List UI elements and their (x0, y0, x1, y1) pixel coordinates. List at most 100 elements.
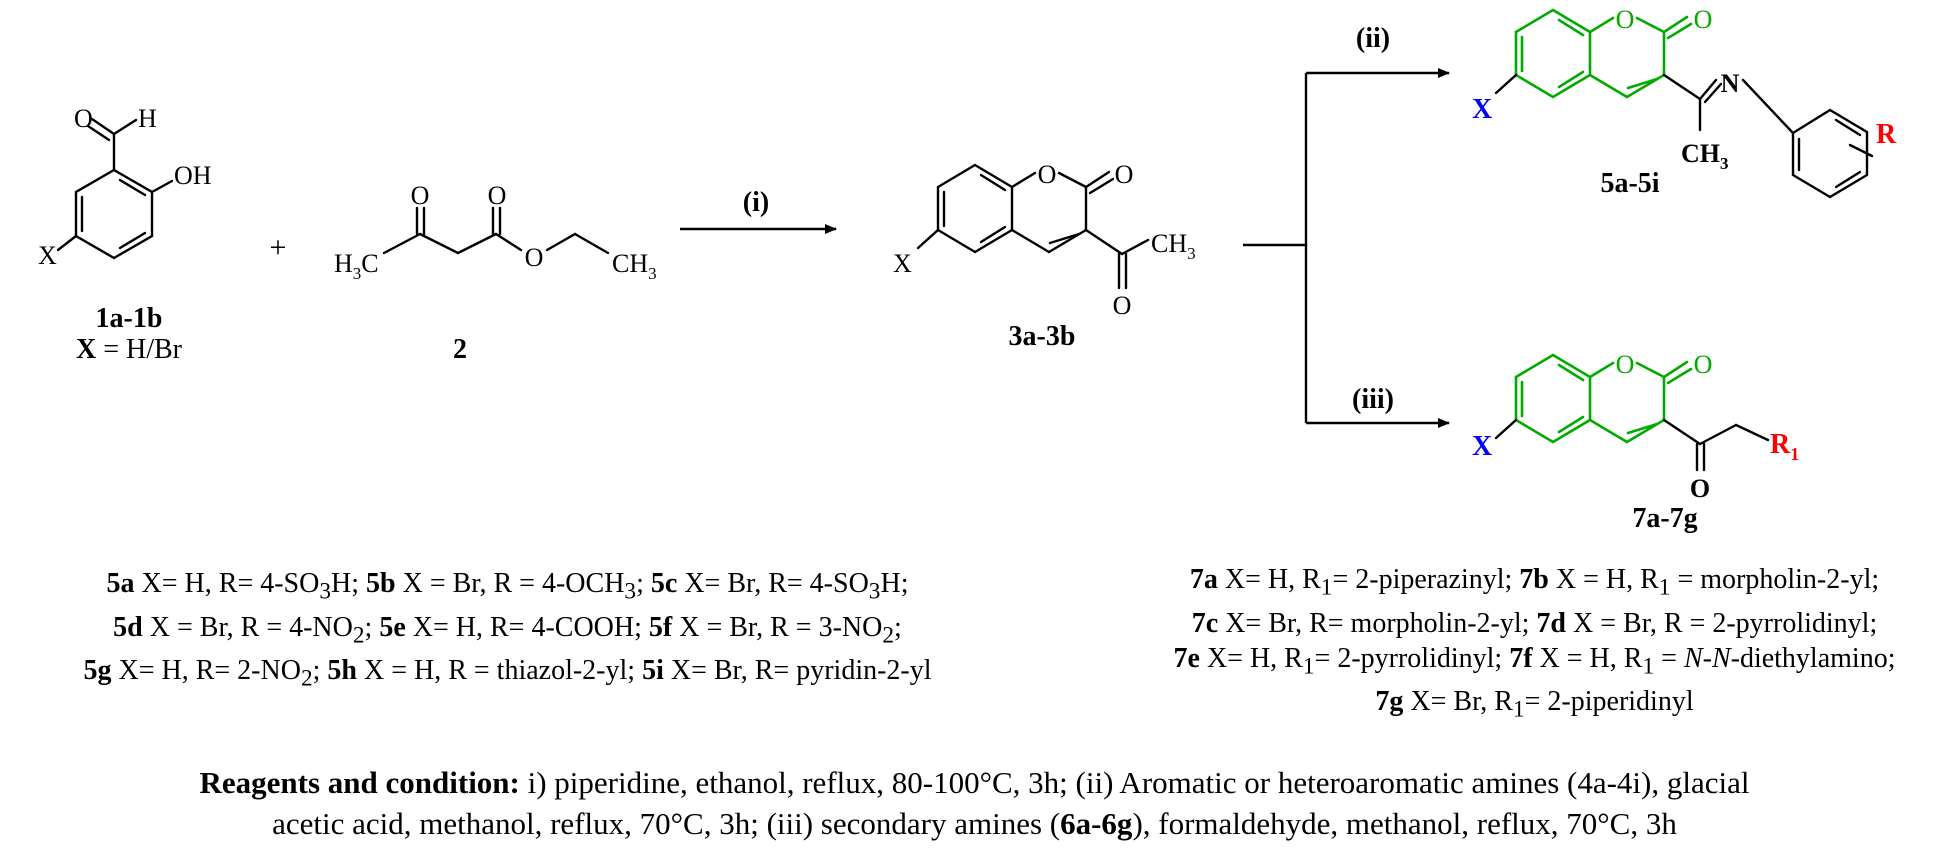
compound-7-coumarin-core (1514, 353, 1693, 444)
compound-7g-sub: 1 (1512, 696, 1525, 723)
compound-7g-id: 7g (1375, 686, 1404, 718)
compound-1-label: 1a-1b (96, 303, 163, 334)
compound-5-side-chain (1494, 73, 1874, 199)
compound-5g-sub: 2 (300, 665, 313, 692)
compound-7-x: X (1472, 431, 1492, 462)
compound-5g-id: 5g (83, 655, 112, 687)
compound-5a-text: X= H, R= 4-SO (134, 568, 320, 599)
compound-5f-sub: 2 (882, 622, 895, 649)
reagents-amines-ref: 6a-6g (1060, 806, 1133, 841)
compound-5c-tail: H; (880, 568, 909, 599)
compound-5d-sub: 2 (352, 622, 365, 649)
compound-5a-sub: 3 (319, 578, 332, 605)
compound-3-x: X (893, 249, 912, 278)
reagents-step-ii-iii: acetic acid, methanol, reflux, 70°C, 3h;… (272, 806, 1061, 841)
compound-7f-mid: = (1654, 642, 1684, 674)
series-7-line-1: 7a X= H, R1= 2-piperazinyl; 7b X = H, R1… (1120, 562, 1949, 606)
compound-7g-text: X= Br, R (1403, 686, 1513, 718)
series-7-line-2: 7c X= Br, R= morpholin-2-yl; 7d X = Br, … (1120, 606, 1949, 641)
compound-1-aldehyde-o: O (74, 104, 93, 133)
compound-2-ketone-o: O (411, 181, 430, 210)
compound-1-hydroxyl: OH (174, 161, 212, 190)
compound-5f-id: 5f (648, 611, 673, 643)
compound-7-r1: R1 (1770, 429, 1799, 464)
branch-connector (1243, 73, 1308, 423)
reagents-step-iii-tail: ), formaldehyde, methanol, reflux, 70°C,… (1132, 806, 1677, 841)
compound-7b-tail: = morpholin-2-yl; (1670, 564, 1880, 595)
compound-1-structure (56, 117, 174, 260)
compound-5g-text: X= H, R= 2-NO (111, 655, 301, 687)
compound-5i-id: 5i (642, 655, 664, 687)
compound-3-methyl: CH3 (1151, 229, 1196, 263)
compound-5-imine-n: N (1721, 69, 1740, 98)
compound-3-ring-o: O (1038, 160, 1057, 189)
step-iii-label: (iii) (1352, 384, 1394, 415)
reaction-scheme: O H OH X 1a-1b X = H/Br + O O O H3C CH3 … (38, 5, 1897, 534)
compound-7e-sub: 1 (1302, 653, 1315, 680)
compound-5b-sub: 3 (624, 578, 637, 605)
compound-5d-tail: ; (364, 611, 380, 643)
compound-7d-text: X = Br, R = 2-pyrrolidinyl; (1566, 607, 1878, 639)
compound-7e-tail: = 2-pyrrolidinyl; (1314, 642, 1510, 674)
compound-7-label: 7a-7g (1632, 503, 1697, 534)
compound-5e-id: 5e (379, 611, 406, 643)
compound-2-label: 2 (453, 334, 467, 365)
compound-3-ketone-o: O (1113, 291, 1132, 320)
compound-7f-text: X = H, R (1532, 642, 1643, 674)
compound-5-methyl: CH3 (1681, 139, 1729, 173)
compound-5c-sub: 3 (868, 578, 881, 605)
compound-7f-sub: 1 (1642, 653, 1655, 680)
compound-5c-text: X= Br, R= 4-SO (677, 568, 869, 599)
reagents-line-2: acetic acid, methanol, reflux, 70°C, 3h;… (0, 803, 1949, 844)
compound-2-ester-o: O (525, 243, 544, 272)
compound-3-structure (916, 163, 1150, 290)
compound-7f-id: 7f (1509, 642, 1533, 674)
compound-7d-id: 7d (1536, 607, 1566, 639)
compound-5h-id: 5h (327, 655, 357, 687)
compound-5-label: 5a-5i (1600, 168, 1659, 199)
compound-7-side-chain (1494, 418, 1770, 472)
step-i-label: (i) (743, 187, 769, 218)
plus-sign: + (270, 231, 287, 264)
compound-5b-id: 5b (366, 568, 396, 599)
compound-5-x: X (1472, 94, 1492, 125)
reagents-heading: Reagents and condition: (199, 765, 520, 800)
compound-7a-text: X= H, R (1217, 564, 1321, 595)
compound-7e-text: X= H, R (1199, 642, 1303, 674)
reagents-step-i-ii: i) piperidine, ethanol, reflux, 80-100°C… (519, 765, 1750, 800)
compound-5a-tail: H; (331, 568, 367, 599)
compound-7f-tail: -diethylamino; (1730, 642, 1896, 674)
compound-5-r: R (1876, 119, 1897, 150)
compound-5d-id: 5d (113, 611, 143, 643)
reagents-line-1: Reagents and condition: i) piperidine, e… (0, 762, 1949, 803)
series-5-line-3: 5g X= H, R= 2-NO2; 5h X = H, R = thiazol… (0, 653, 1015, 697)
compound-5c-id: 5c (650, 568, 678, 599)
compound-5h-text: X = H, R = thiazol-2-yl; (356, 655, 643, 687)
series-7-line-4: 7g X= Br, R1= 2-piperidinyl (1120, 684, 1949, 728)
compound-7a-tail: = 2-piperazinyl; (1332, 564, 1520, 595)
reagents-and-conditions: Reagents and condition: i) piperidine, e… (0, 762, 1949, 844)
compound-5f-tail: ; (894, 611, 902, 643)
compound-7b-id: 7b (1519, 564, 1549, 595)
compound-2-ester-carbonyl-o: O (488, 181, 507, 210)
compound-5g-tail: ; (312, 655, 328, 687)
compound-7-ring-o: O (1616, 350, 1635, 379)
compound-1-x: X (38, 241, 57, 270)
series-7-substituents: 7a X= H, R1= 2-piperazinyl; 7b X = H, R1… (1120, 562, 1949, 728)
series-5-substituents: 5a X= H, R= 4-SO3H; 5b X = Br, R = 4-OCH… (0, 566, 1015, 697)
compound-5d-text: X = Br, R = 4-NO (142, 611, 353, 643)
compound-7a-sub: 1 (1320, 574, 1333, 601)
compound-5f-text: X = Br, R = 3-NO (672, 611, 883, 643)
series-5-line-1: 5a X= H, R= 4-SO3H; 5b X = Br, R = 4-OCH… (0, 566, 1015, 610)
compound-7-lactone-o: O (1694, 350, 1713, 379)
compound-7g-tail: = 2-piperidinyl (1524, 686, 1694, 718)
compound-3-lactone-o: O (1115, 160, 1134, 189)
compound-7a-id: 7a (1189, 564, 1218, 595)
compound-7b-text: X = H, R (1548, 564, 1659, 595)
compound-5-ring-o: O (1616, 5, 1635, 34)
compound-7b-sub: 1 (1658, 574, 1671, 601)
series-5-line-2: 5d X = Br, R = 4-NO2; 5e X= H, R= 4-COOH… (0, 610, 1015, 654)
compound-7-ketone-o: O (1690, 474, 1710, 503)
compound-2-structure (382, 206, 610, 255)
compound-5b-text: X = Br, R = 4-OCH (395, 568, 625, 599)
